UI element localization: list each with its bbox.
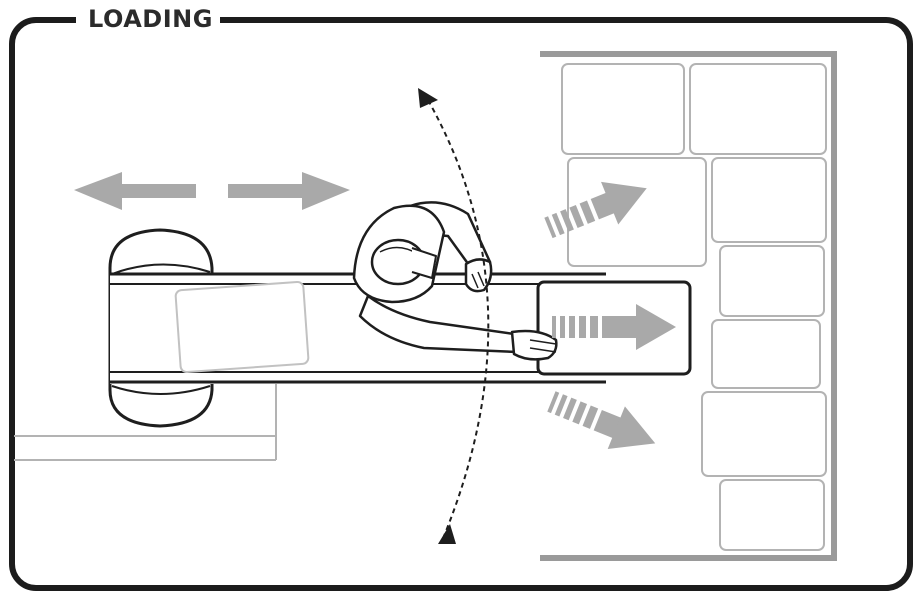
floor-step	[14, 370, 277, 461]
arrow-left-icon	[74, 172, 196, 210]
curved-double-arrow-icon	[418, 88, 490, 544]
box-1	[561, 63, 685, 155]
box-4	[711, 157, 827, 243]
arrow-right-icon	[228, 172, 350, 210]
box-7	[701, 391, 827, 477]
diagram-title: LOADING	[88, 5, 213, 33]
title-knockout	[76, 4, 220, 36]
load-stack	[540, 51, 837, 561]
push-arrow-down-right	[547, 391, 656, 449]
push-arrow-up-right	[544, 181, 647, 239]
frame-border	[9, 17, 913, 591]
conveyor-loader	[108, 228, 692, 428]
package-on-belt	[174, 281, 310, 373]
worker-top-hand	[464, 258, 493, 293]
worker-figure	[352, 201, 558, 361]
box-6	[711, 319, 821, 389]
push-arrow-right	[552, 304, 676, 350]
worker-front-hand	[510, 329, 558, 361]
box-2	[689, 63, 827, 155]
box-5	[719, 245, 825, 317]
box-8	[719, 479, 825, 551]
